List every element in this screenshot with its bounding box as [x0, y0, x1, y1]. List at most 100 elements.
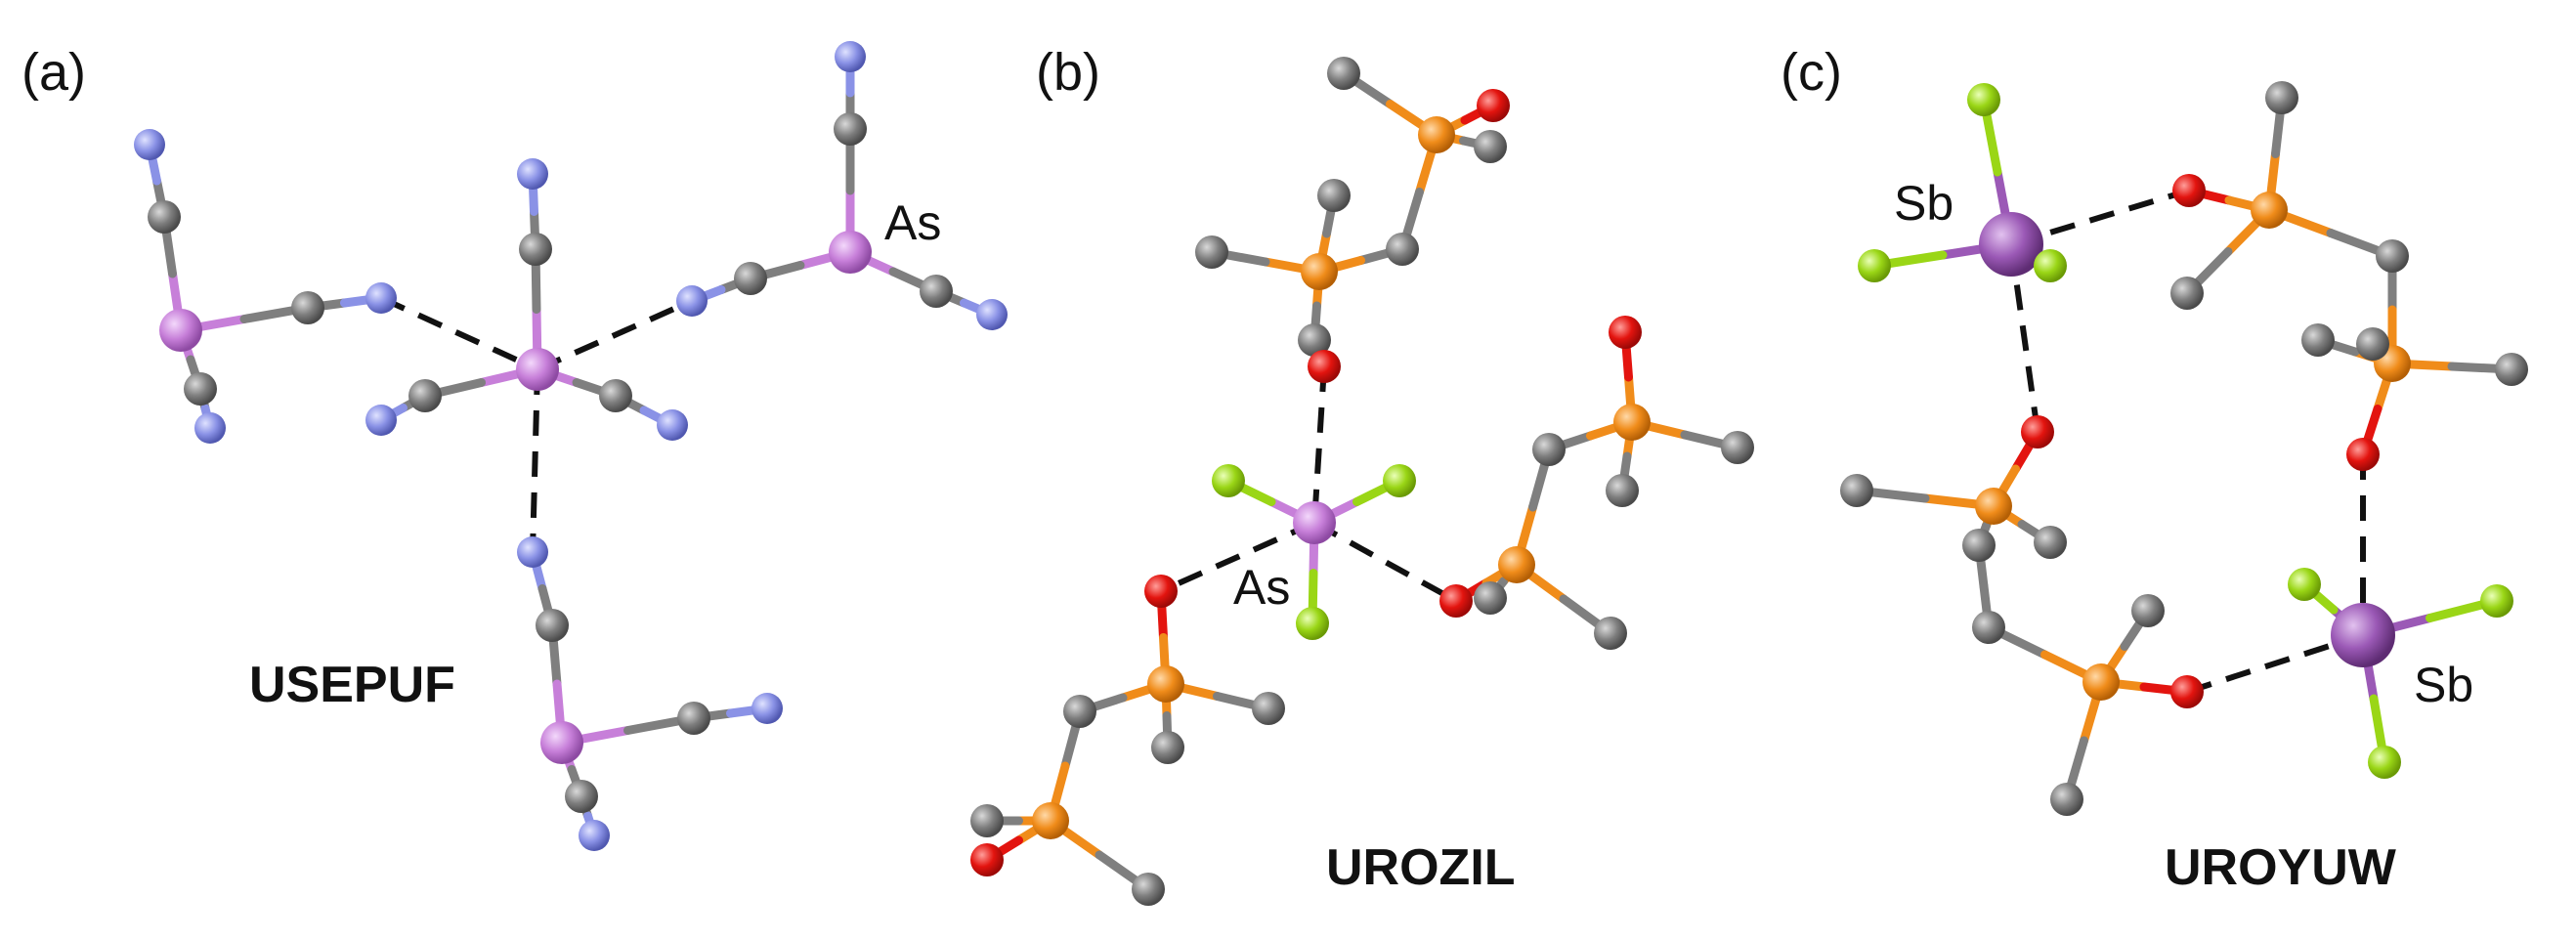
c-atom — [1327, 57, 1360, 90]
n-atom — [365, 405, 397, 436]
c-atom — [1317, 179, 1351, 212]
dashed-contact-line — [1311, 365, 1327, 524]
c-atom — [677, 702, 710, 735]
c-atom — [1606, 474, 1639, 507]
sb-atom — [2331, 603, 2395, 667]
dashed-contact-line — [2186, 632, 2364, 695]
c-atom — [536, 609, 569, 642]
c-atom — [1972, 611, 2005, 644]
c-atom — [148, 200, 181, 234]
o-atom — [2021, 415, 2054, 449]
as-atom — [516, 348, 559, 391]
c-atom — [2050, 783, 2083, 816]
dashed-contact-layer — [379, 188, 2366, 695]
c-atom — [1474, 130, 1507, 163]
c-atom — [184, 372, 217, 406]
c-atom — [1532, 433, 1566, 466]
n-atom — [657, 409, 688, 441]
f-atom — [1858, 249, 1891, 282]
p-atom — [1418, 116, 1455, 153]
n-atom — [517, 536, 548, 568]
o-atom — [1144, 575, 1178, 608]
c-atom — [1721, 431, 1754, 464]
panel-c-label: (c) — [1781, 43, 1842, 102]
c-atom — [2376, 239, 2409, 273]
o-atom — [2172, 174, 2206, 207]
dashed-contact-line — [536, 298, 694, 372]
f-atom — [1296, 607, 1329, 640]
n-atom — [194, 412, 226, 444]
panel-c: (c) Sb Sb UROYUW — [1781, 43, 2473, 896]
panel-a-as-atom-label: As — [884, 195, 941, 250]
c-atom — [2170, 277, 2204, 310]
o-atom — [1308, 350, 1341, 383]
panel-a-refcode: USEPUF — [249, 657, 455, 713]
dashed-contact-line — [2010, 188, 2190, 247]
panel-b-refcode: UROZIL — [1326, 839, 1516, 896]
as-atom — [1293, 501, 1336, 544]
f-atom — [2480, 584, 2513, 618]
c-atom — [1594, 617, 1627, 650]
o-atom — [1477, 89, 1510, 122]
c-atom — [408, 379, 442, 412]
c-atom — [2301, 323, 2335, 357]
f-atom — [2368, 746, 2401, 779]
c-atom — [2356, 327, 2389, 361]
c-atom — [2034, 526, 2067, 559]
f-atom — [1967, 83, 2000, 116]
c-atom — [834, 112, 867, 146]
c-atom — [1386, 233, 1419, 266]
c-atom — [734, 262, 767, 295]
p-atom — [1147, 665, 1184, 703]
panel-a-label: (a) — [21, 43, 86, 102]
panel-c-sb-atom-label-bottom: Sb — [2414, 658, 2473, 712]
dashed-contact-line — [530, 368, 540, 553]
as-atom — [159, 309, 202, 352]
c-atom — [1298, 323, 1331, 357]
panel-c-refcode: UROYUW — [2165, 839, 2397, 896]
p-atom — [1975, 488, 2012, 525]
n-atom — [365, 282, 397, 314]
c-atom — [599, 379, 632, 412]
n-atom — [835, 41, 866, 72]
n-atom — [976, 299, 1008, 330]
p-atom — [2082, 663, 2120, 701]
c-atom — [1063, 695, 1096, 728]
c-atom — [1474, 581, 1507, 615]
c-atom — [2495, 353, 2528, 386]
c-atom — [1151, 731, 1184, 764]
f-atom — [1212, 464, 1245, 497]
o-atom — [1609, 316, 1642, 349]
c-atom — [291, 291, 324, 324]
c-atom — [2265, 81, 2298, 114]
o-atom — [970, 843, 1004, 876]
c-atom — [1195, 235, 1228, 269]
sb-atom — [1979, 212, 2043, 277]
c-atom — [1252, 692, 1285, 725]
n-atom — [134, 129, 165, 160]
c-atom — [970, 804, 1004, 837]
panel-c-sb-atom-label-top: Sb — [1894, 176, 1953, 231]
dashed-contact-line — [1312, 520, 1458, 604]
p-atom — [1301, 253, 1338, 290]
f-atom — [2288, 568, 2321, 601]
c-atom — [565, 780, 598, 813]
c-atom — [519, 233, 552, 266]
dashed-contact-line — [2008, 243, 2040, 433]
c-atom — [1840, 474, 1873, 507]
atom-layer — [134, 41, 2528, 906]
f-atom — [2034, 249, 2067, 282]
p-atom — [1613, 404, 1651, 441]
c-atom — [1132, 873, 1165, 906]
o-atom — [2346, 438, 2380, 471]
panel-b: (b) As UROZIL — [1036, 43, 1516, 896]
f-atom — [1383, 464, 1416, 497]
o-atom — [1439, 584, 1473, 618]
p-atom — [1498, 546, 1535, 583]
c-atom — [920, 275, 953, 308]
p-atom — [2251, 192, 2288, 229]
n-atom — [676, 285, 708, 317]
dashed-contact-line — [379, 295, 539, 372]
c-atom — [2131, 594, 2165, 627]
panel-b-label: (b) — [1036, 43, 1100, 102]
